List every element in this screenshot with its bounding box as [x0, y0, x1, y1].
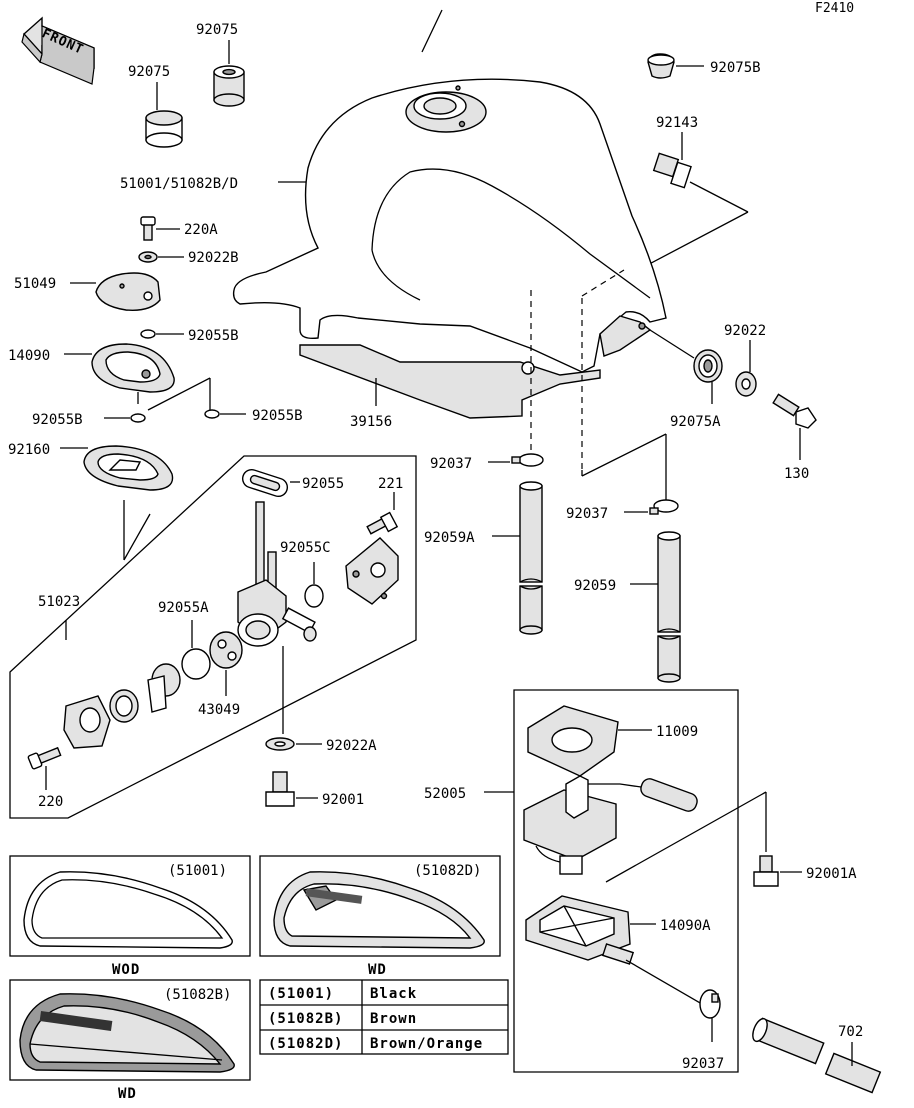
gasket-14090A — [525, 895, 635, 965]
callout-92037-b: 92037 — [566, 506, 608, 522]
hose-92059A — [519, 481, 543, 635]
color-row-2-code: (51082B) — [268, 1011, 343, 1027]
color-row-1-color: Black — [370, 986, 417, 1002]
bolt-92001 — [265, 771, 295, 807]
color-row-1-code: (51001) — [268, 986, 334, 1002]
callout-92055C: 92055C — [280, 540, 331, 556]
variant-51001-code: (51001) — [168, 863, 227, 879]
o-ring-92055A — [181, 648, 211, 680]
variant-51082D-code: (51082D) — [414, 863, 481, 879]
callout-92055A: 92055A — [158, 600, 209, 616]
bolt-92001A — [753, 855, 779, 887]
hose-702 — [752, 1017, 882, 1094]
cap-92075-lower — [145, 110, 183, 148]
callout-92022: 92022 — [724, 323, 766, 339]
color-table: (51001) Black (51082B) Brown (51082D) Br… — [259, 979, 509, 1055]
petcock-lever — [147, 663, 181, 713]
callout-51023: 51023 — [38, 594, 80, 610]
callout-92075A: 92075A — [670, 414, 721, 430]
variant-51082B: (51082B) WD — [9, 979, 251, 1102]
callout-130: 130 — [784, 466, 809, 482]
callout-43049: 43049 — [198, 702, 240, 718]
callout-92075-upper: 92075 — [196, 22, 238, 38]
callout-92022B: 92022B — [188, 250, 239, 266]
petcock-body — [237, 501, 317, 647]
callout-52005: 52005 — [424, 786, 466, 802]
variant-51001: (51001) WOD — [9, 855, 251, 978]
callout-92075-lower: 92075 — [128, 64, 170, 80]
cap-92075B — [647, 53, 675, 79]
callout-11009: 11009 — [656, 724, 698, 740]
screw-220 — [27, 746, 62, 770]
o-ring-92055B-b — [130, 413, 146, 423]
gasket-14090 — [91, 343, 175, 393]
petcock-box-51023 — [9, 455, 417, 819]
color-row-3-code: (51082D) — [268, 1036, 343, 1052]
callout-92055B-b: 92055B — [32, 412, 83, 428]
callout-14090: 14090 — [8, 348, 50, 364]
cap-51049 — [95, 272, 161, 311]
variant-51082B-code: (51082B) — [164, 987, 231, 1003]
callout-92055: 92055 — [302, 476, 344, 492]
clamp-92037-b — [649, 499, 679, 515]
o-ring-92055B-a — [140, 329, 156, 339]
color-row-2-color: Brown — [370, 1011, 417, 1027]
screw-220A — [140, 216, 156, 241]
callout-221: 221 — [378, 476, 403, 492]
callout-220: 220 — [38, 794, 63, 810]
callout-92037-c: 92037 — [682, 1056, 724, 1072]
grommet-92075A — [693, 349, 723, 383]
callout-39156: 39156 — [350, 414, 392, 430]
variant-51082D: (51082D) WD — [259, 855, 501, 978]
callout-92143: 92143 — [656, 115, 698, 131]
petcock-cover — [345, 537, 399, 605]
o-ring-92055C — [304, 584, 324, 608]
lever-plate — [63, 695, 111, 749]
clamp-92037-a — [511, 453, 544, 467]
callout-92037-a: 92037 — [430, 456, 472, 472]
gasket-92055 — [241, 468, 289, 498]
color-row-3-color: Brown/Orange — [370, 1036, 483, 1052]
grommet-92075-upper — [213, 65, 245, 107]
variant-51001-caption: WOD — [112, 962, 140, 978]
callout-220A: 220A — [184, 222, 218, 238]
gasket-43049 — [209, 631, 243, 669]
gasket-11009 — [527, 705, 619, 777]
callout-92001A: 92001A — [806, 866, 857, 882]
o-ring-92055B-c — [204, 409, 220, 419]
screw-221 — [366, 511, 399, 535]
gasket-92160 — [83, 445, 174, 491]
callout-51001: 51001/51082B/D — [120, 176, 238, 192]
callout-92001: 92001 — [322, 792, 364, 808]
variant-51082D-caption: WD — [368, 962, 387, 978]
callout-92055B-c: 92055B — [252, 408, 303, 424]
fuel-tank-51001 — [232, 78, 667, 419]
collar-92143 — [652, 152, 692, 189]
callout-92059A: 92059A — [424, 530, 475, 546]
figure-code: F2410 — [815, 1, 854, 16]
callout-92022A: 92022A — [326, 738, 377, 754]
hose-92059 — [657, 531, 681, 683]
pump-box-52005 — [513, 689, 739, 1073]
callout-92075B: 92075B — [710, 60, 761, 76]
clamp-92037-c — [699, 989, 721, 1019]
lever-seal — [109, 689, 139, 723]
front-arrow: FRONT — [21, 16, 95, 85]
callout-92055B-a: 92055B — [188, 328, 239, 344]
callout-702: 702 — [838, 1024, 863, 1040]
callout-92160: 92160 — [8, 442, 50, 458]
fuel-pump-unit — [523, 775, 698, 875]
callout-51049: 51049 — [14, 276, 56, 292]
callout-14090A: 14090A — [660, 918, 711, 934]
callout-92059: 92059 — [574, 578, 616, 594]
bolt-130 — [772, 393, 817, 429]
variant-51082B-caption: WD — [118, 1086, 137, 1102]
